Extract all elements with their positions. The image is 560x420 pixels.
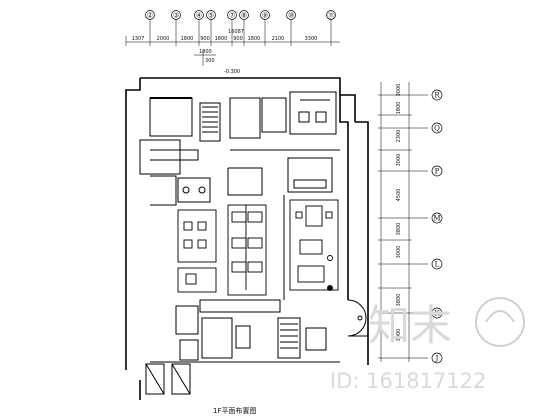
svg-text:知末: 知末 <box>368 301 452 350</box>
top-dimension-texts: 1307 2000 1800 900 1800 900 1800 2100 33… <box>132 29 318 75</box>
svg-text:2100: 2100 <box>272 36 285 42</box>
axis-bubble-8: ⑧ <box>239 10 249 20</box>
svg-text:K: K <box>434 310 440 318</box>
toilet-block-left <box>177 177 211 203</box>
axis-bubble-R: R <box>431 89 443 101</box>
workstations-center <box>227 204 267 296</box>
svg-text:③: ③ <box>173 12 179 20</box>
upper-rooms <box>139 91 337 175</box>
mid-area <box>150 149 340 300</box>
svg-text:300: 300 <box>205 58 215 64</box>
svg-text:3300: 3300 <box>305 36 318 42</box>
office-upper-right <box>289 91 337 135</box>
svg-text:⑦: ⑦ <box>229 12 235 20</box>
svg-text:3000: 3000 <box>396 84 402 97</box>
elevator-shaft <box>149 97 193 137</box>
svg-text:2300: 2300 <box>396 130 402 143</box>
svg-text:ID: 161817122: ID: 161817122 <box>330 369 486 393</box>
watermark: 知末 ID: 161817122 <box>330 297 525 393</box>
svg-text:1800: 1800 <box>181 36 194 42</box>
axis-bubble-K: K <box>431 307 443 319</box>
svg-text:⑪: ⑪ <box>328 12 335 20</box>
stair-lower <box>277 317 301 359</box>
axis-bubble-9: ⑨ <box>260 10 270 20</box>
wc-stall-upper <box>261 97 287 133</box>
svg-text:3000: 3000 <box>396 246 402 259</box>
svg-text:④: ④ <box>196 12 202 20</box>
svg-text:900: 900 <box>200 36 210 42</box>
top-dimension-chain <box>125 20 340 66</box>
svg-text:4500: 4500 <box>396 189 402 202</box>
svg-text:②: ② <box>147 12 153 20</box>
svg-text:1800: 1800 <box>215 36 228 42</box>
svg-text:⑤: ⑤ <box>208 12 214 20</box>
svg-text:R: R <box>434 92 440 100</box>
axis-bubble-L: L <box>431 258 443 270</box>
lower-rooms <box>145 299 340 395</box>
svg-text:⑩: ⑩ <box>288 12 294 20</box>
meeting-area <box>289 199 339 291</box>
svg-text:900: 900 <box>233 36 243 42</box>
axis-bubble-5: ⑤ <box>206 10 216 20</box>
svg-text:M: M <box>433 215 440 223</box>
axis-bubble-11: ⑪ <box>326 10 336 20</box>
axis-bubble-2: ② <box>145 10 155 20</box>
storage-left <box>139 139 181 175</box>
svg-text:J: J <box>435 355 439 363</box>
axis-bubble-Q: Q <box>431 122 443 134</box>
svg-text:1800: 1800 <box>199 49 212 55</box>
lift-lower-1 <box>145 363 165 395</box>
watermark-logo-icon <box>475 297 525 347</box>
axis-bubble-3: ③ <box>171 10 181 20</box>
exterior-walls <box>125 77 369 400</box>
lobby-lower <box>199 299 281 313</box>
svg-text:1800: 1800 <box>396 102 402 115</box>
lift-lower-2 <box>171 363 191 395</box>
level-mark: -0.300 <box>224 69 240 75</box>
svg-text:3800: 3800 <box>396 223 402 236</box>
svg-text:⑧: ⑧ <box>241 12 247 20</box>
svg-text:1800: 1800 <box>248 36 261 42</box>
svg-text:⑨: ⑨ <box>262 12 268 20</box>
entrance <box>347 299 368 337</box>
workstations-left <box>177 209 217 293</box>
washroom-upper <box>229 97 261 139</box>
svg-text:3000: 3000 <box>396 329 402 342</box>
axis-bubble-10: ⑩ <box>286 10 296 20</box>
axis-bubble-7: ⑦ <box>227 10 237 20</box>
axis-bubble-P: P <box>431 165 443 177</box>
svg-text:3000: 3000 <box>396 154 402 167</box>
svg-text:Q: Q <box>434 125 440 133</box>
axis-bubble-M: M <box>431 212 443 224</box>
svg-text:P: P <box>435 168 440 176</box>
toilet-block-lower <box>175 305 199 335</box>
reception-desk <box>287 157 333 193</box>
svg-text:2000: 2000 <box>157 36 170 42</box>
right-axis-bubbles: R Q P M L K J <box>431 89 443 364</box>
svg-text:1307: 1307 <box>132 36 145 42</box>
svg-text:16087: 16087 <box>228 29 244 35</box>
right-dimension-texts: 3000 1800 2300 3000 4500 3800 3000 3800 … <box>396 84 402 342</box>
svg-text:L: L <box>435 261 440 269</box>
drawing-title: 1F平面布置图 <box>213 406 256 415</box>
axis-bubble-J: J <box>431 352 443 364</box>
right-dimension-chain <box>378 82 428 362</box>
axis-bubble-4: ④ <box>194 10 204 20</box>
stair-upper <box>199 102 221 142</box>
top-axis-bubbles: ② ③ ④ ⑤ ⑦ ⑧ ⑨ ⑩ ⑪ <box>145 10 336 20</box>
svg-text:3800: 3800 <box>396 294 402 307</box>
